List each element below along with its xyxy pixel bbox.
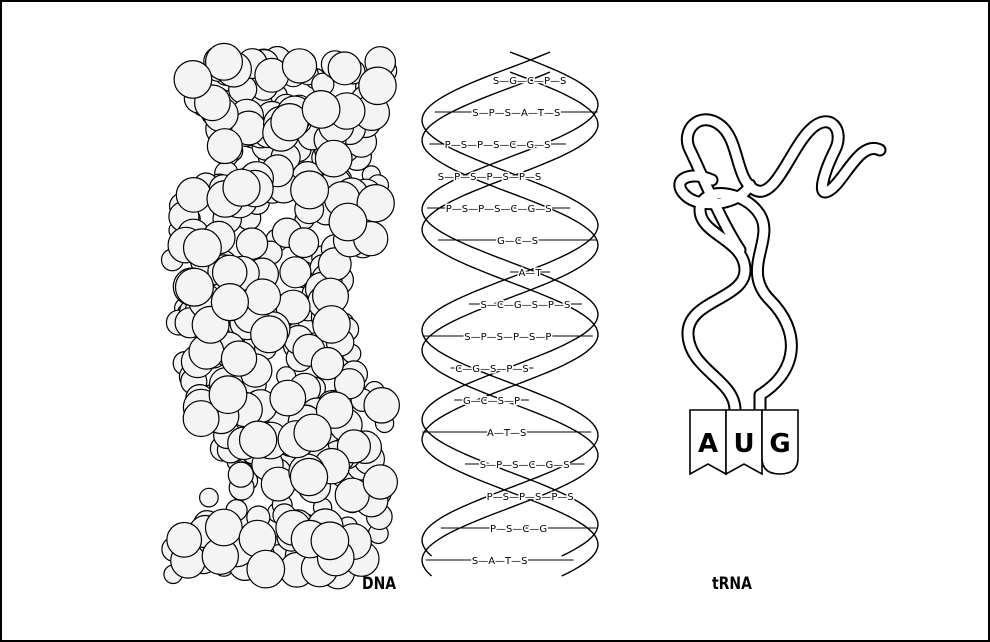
atom-sphere: [200, 488, 219, 507]
dna-label: DNA: [362, 574, 396, 594]
atom-sphere: [245, 279, 281, 315]
atom-sphere: [251, 316, 288, 353]
dna-double-helix-ribbon: S—G—C—P—S S—P—S—A—T—S P—S—P—S—C—G—S S—P—S—P…: [422, 52, 598, 576]
atom-sphere: [291, 171, 329, 209]
atom-sphere: [228, 462, 253, 487]
base-pair-label: S—P—S—A—T—S: [472, 108, 560, 119]
base-pair-label: S—C—G—S—P—S: [480, 300, 570, 311]
codon-base-3: G: [769, 429, 790, 459]
dna-space-filling-model: [162, 43, 400, 588]
atom-sphere: [240, 421, 277, 458]
atom-sphere: [206, 509, 243, 546]
atom-sphere: [290, 458, 327, 495]
base-pair-label: A—T—S: [487, 428, 526, 439]
atom-sphere: [289, 228, 319, 258]
atom-sphere: [328, 52, 361, 85]
base-pair-label: C—G—S—P—S: [455, 364, 528, 375]
atom-sphere: [236, 228, 267, 259]
base-pair-label: P—S—C—G: [490, 524, 547, 535]
atom-sphere: [363, 465, 397, 499]
atom-sphere: [315, 140, 352, 177]
atom-sphere: [282, 49, 316, 83]
base-pair-label: S—P—S—C—G—S: [480, 460, 570, 471]
base-pair-label: G—C—S—P: [463, 396, 520, 407]
atom-sphere: [311, 348, 343, 380]
base-pair-label: P—S—P—S—P—S: [487, 492, 574, 503]
trna-label: tRNA: [712, 574, 752, 594]
atom-sphere: [221, 341, 256, 376]
atom-sphere: [176, 268, 214, 306]
atom-sphere: [167, 523, 202, 558]
atom-sphere: [294, 414, 331, 451]
atom-sphere: [211, 284, 248, 321]
atom-sphere: [270, 380, 306, 416]
codon-tabs: A U G: [690, 410, 798, 474]
atom-sphere: [223, 169, 260, 206]
atom-sphere: [311, 522, 349, 560]
base-pair-label: P—S—P—S—C—G—S: [446, 204, 552, 215]
base-pair-label: S—A—T—S: [472, 556, 528, 567]
atom-sphere: [209, 376, 247, 414]
atom-sphere: [313, 306, 350, 343]
atom-sphere: [176, 178, 211, 213]
atom-sphere: [207, 129, 242, 164]
atom-sphere: [359, 67, 396, 104]
base-pair-label: S—P—S—P—S—P: [464, 332, 551, 343]
base-pair-label: P—S—P—S—C—G—S: [445, 140, 551, 151]
atom-sphere: [329, 203, 367, 241]
trna-cloverleaf-model: A U G: [680, 120, 880, 474]
base-pair-label: A—T: [519, 268, 543, 279]
atom-sphere: [184, 229, 222, 267]
atom-sphere: [364, 388, 399, 423]
atom-sphere: [174, 61, 212, 99]
codon-base-2: U: [733, 429, 754, 459]
atom-sphere: [247, 550, 285, 588]
base-pair-label: S—P—S—P—S—P—S: [438, 172, 541, 183]
base-pair-label: S—G—C—P—S: [493, 76, 566, 87]
codon-base-1: A: [698, 429, 718, 459]
atom-sphere: [302, 91, 340, 129]
base-pair-label: G—C—S: [497, 236, 538, 247]
